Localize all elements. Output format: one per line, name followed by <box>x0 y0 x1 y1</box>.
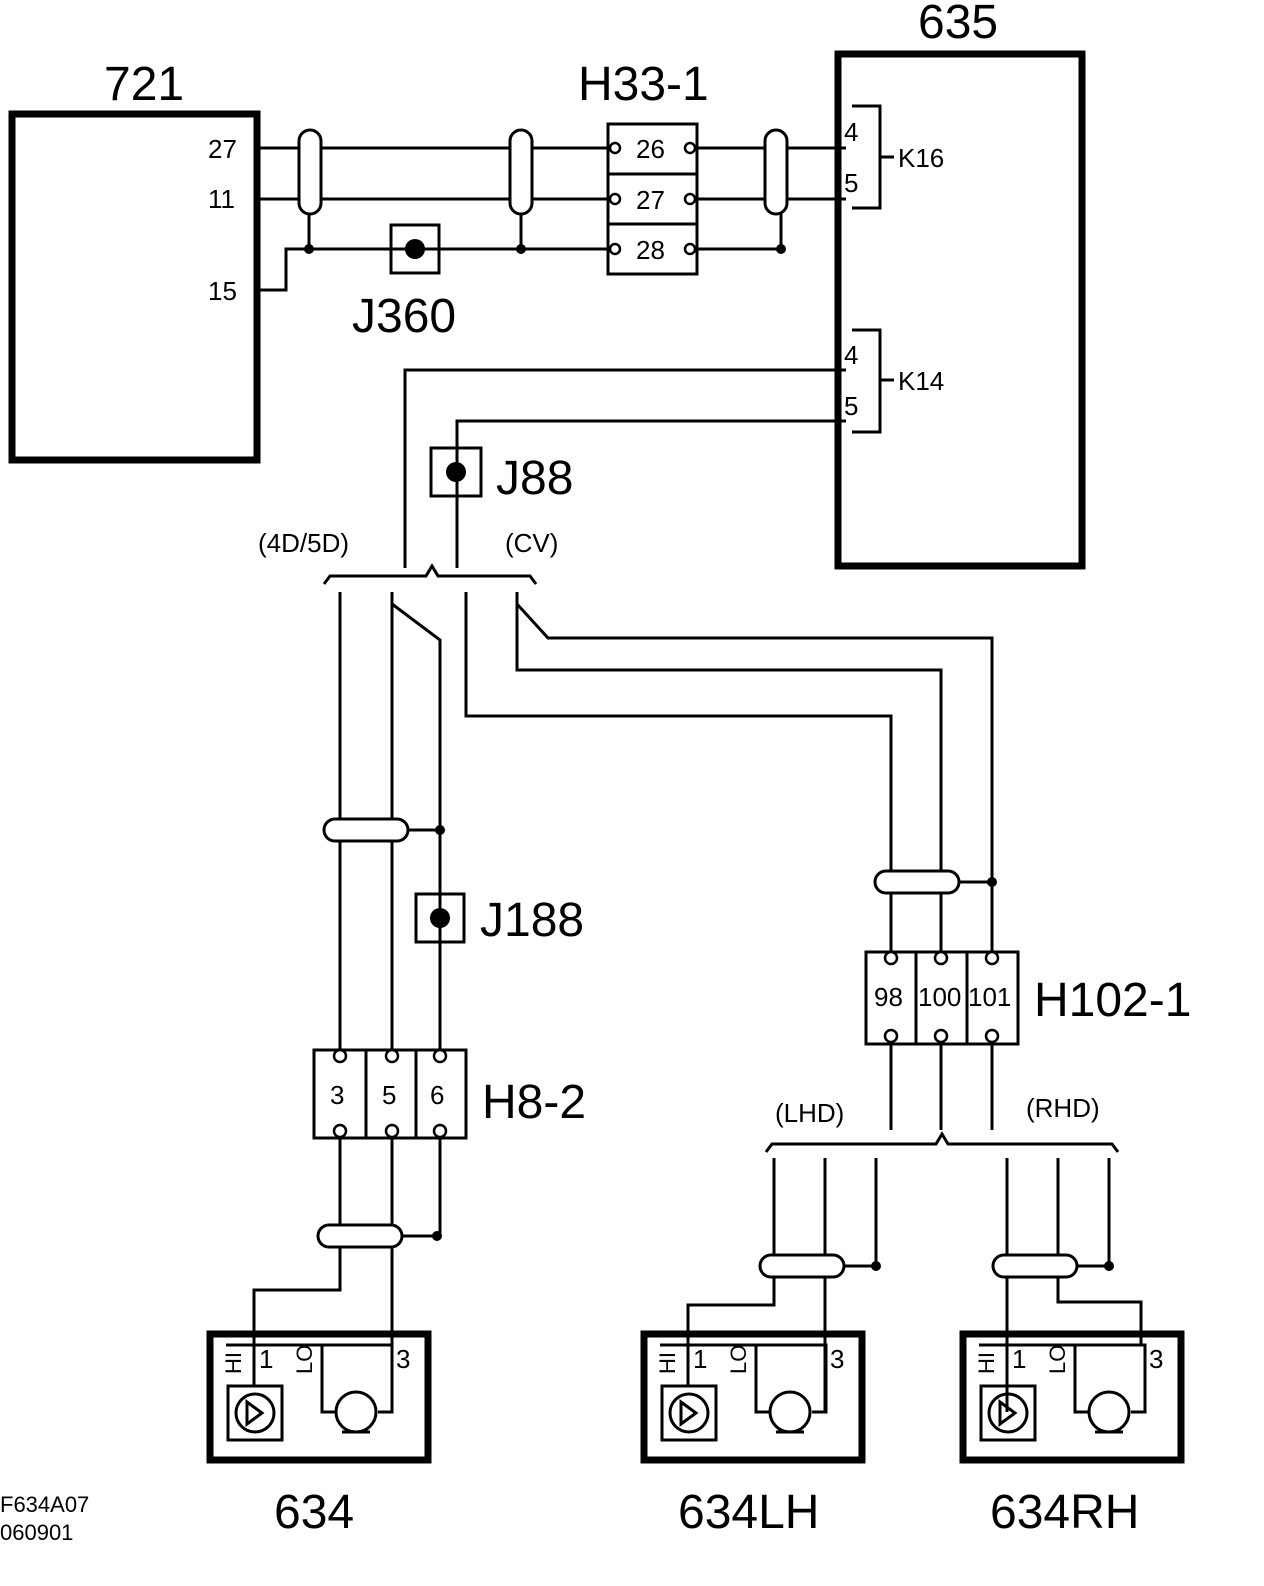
k16-pin-5: 5 <box>844 168 858 198</box>
connector-h33-1-box <box>606 122 699 276</box>
component-635-label: 635 <box>918 0 998 49</box>
component-634rh-label: 634RH <box>990 1486 1139 1539</box>
speaker-634rh-lo: LO <box>1045 1345 1070 1374</box>
wire-h8-6-in <box>390 592 442 1055</box>
speaker-634-hi: HI <box>221 1352 246 1374</box>
connector-h102-1-label: H102-1 <box>1034 974 1191 1027</box>
wire-h102-101-in <box>515 602 994 958</box>
junction-j188-box <box>414 892 466 944</box>
connector-h8-2-label: H8-2 <box>482 1076 586 1129</box>
component-634-label: 634 <box>274 1486 354 1539</box>
k14-pin-4: 4 <box>844 340 858 370</box>
variant-4d5d: (4D/5D) <box>258 528 349 558</box>
h102-pin-98: 98 <box>874 982 903 1012</box>
component-634lh-label: 634LH <box>678 1486 819 1539</box>
variant-lhd: (LHD) <box>775 1098 844 1128</box>
k14-bracket <box>852 328 894 434</box>
variant-cv: (CV) <box>505 528 558 558</box>
twist-shield-6 <box>873 869 961 895</box>
twist-shield-4 <box>322 817 410 843</box>
wire-h102-98-in <box>464 592 893 958</box>
speaker-634lh: HI LO 1 3 <box>640 1330 866 1464</box>
speaker-634-pin3: 3 <box>396 1344 410 1374</box>
h8-pin-6: 6 <box>430 1080 444 1110</box>
junction-j188-label: J188 <box>480 894 584 947</box>
junction-j88-label: J88 <box>496 452 573 505</box>
h102-pin-101: 101 <box>968 982 1011 1012</box>
speaker-634lh-hi: HI <box>655 1352 680 1374</box>
twist-shield-2 <box>508 128 534 216</box>
wire-k14-5 <box>455 419 846 568</box>
variant-brace-top <box>322 563 538 585</box>
k14-label: K14 <box>898 366 944 396</box>
wire-h102-100-in <box>515 592 943 958</box>
junction-j188-dot <box>430 908 450 928</box>
h102-pin-100: 100 <box>918 982 961 1012</box>
k14-pin-5: 5 <box>844 391 858 421</box>
wire-k14-4 <box>403 368 846 568</box>
speaker-634lh-pin1: 1 <box>693 1344 707 1374</box>
wire-634lh-pin1 <box>686 1158 776 1345</box>
shield-drains-top <box>307 214 783 249</box>
twist-shield-3 <box>763 128 789 216</box>
h8-pin-3: 3 <box>330 1080 344 1110</box>
h33-pin-26: 26 <box>636 134 665 164</box>
speaker-634rh-hi: HI <box>974 1352 999 1374</box>
twist-shield-1 <box>297 128 323 216</box>
wire-634rh-pin3 <box>1056 1158 1143 1345</box>
junction-j360-dot <box>405 239 425 259</box>
speaker-634rh: HI LO 1 3 <box>959 1330 1185 1464</box>
reference-date: 060901 <box>0 1520 73 1545</box>
h33-pin-28: 28 <box>636 235 665 265</box>
twist-shield-5 <box>316 1223 404 1249</box>
component-721-label: 721 <box>104 58 184 111</box>
junction-j88-dot <box>446 462 466 482</box>
speaker-634lh-pin3: 3 <box>830 1344 844 1374</box>
k16-label: K16 <box>898 143 944 173</box>
h8-pin-5: 5 <box>382 1080 396 1110</box>
speaker-634rh-pin3: 3 <box>1149 1344 1163 1374</box>
component-635-box <box>834 50 1086 570</box>
reference-code: F634A07 <box>0 1492 89 1517</box>
component-721-box <box>8 110 261 464</box>
twist-shield-7 <box>758 1253 846 1279</box>
h33-pin-27: 27 <box>636 185 665 215</box>
connector-h33-1-label: H33-1 <box>578 58 709 111</box>
speaker-634lh-lo: LO <box>726 1345 751 1374</box>
wire-634-pin1 <box>252 1137 342 1345</box>
variant-brace-bottom <box>764 1131 1120 1153</box>
variant-rhd: (RHD) <box>1026 1093 1100 1123</box>
k16-bracket <box>852 104 894 210</box>
speaker-634-lo: LO <box>292 1345 317 1374</box>
pin-721-27: 27 <box>208 134 237 164</box>
junction-j360-label: J360 <box>352 290 456 343</box>
speaker-634: HI LO 1 3 <box>206 1330 432 1464</box>
pin-721-11: 11 <box>208 184 235 214</box>
junction-j360-box <box>389 223 441 275</box>
k16-pin-4: 4 <box>844 117 858 147</box>
pin-721-15: 15 <box>208 276 237 306</box>
speaker-634-pin1: 1 <box>259 1344 273 1374</box>
twist-shield-8 <box>991 1253 1079 1279</box>
junction-j88-box <box>429 446 483 498</box>
speaker-634rh-pin1: 1 <box>1012 1344 1026 1374</box>
